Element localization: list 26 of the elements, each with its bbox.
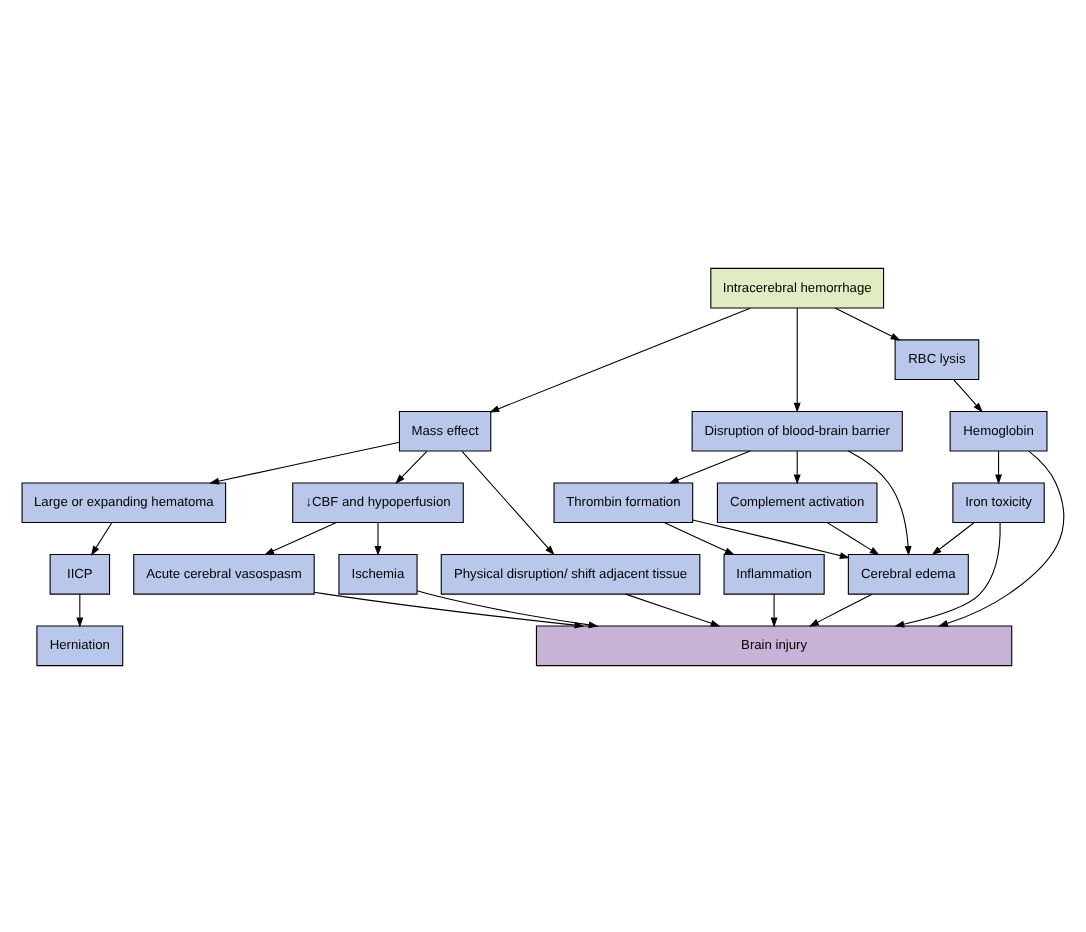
arrow: [209, 440, 400, 484]
arrow: [264, 521, 337, 555]
arrow: [76, 592, 84, 627]
arrow: [416, 589, 599, 628]
arrow: [793, 449, 801, 484]
arrow: [826, 521, 880, 555]
arrow: [834, 306, 901, 340]
arrow: [313, 590, 585, 628]
arrow: [90, 521, 113, 555]
arrow: [793, 306, 801, 412]
arrow: [489, 306, 751, 412]
arrow: [395, 449, 428, 483]
arrow: [995, 449, 1003, 484]
arrow: [668, 449, 751, 483]
arrow: [625, 592, 721, 626]
arrow: [938, 449, 1065, 626]
arrow: [461, 449, 555, 555]
arrow: [894, 521, 1001, 627]
arrow: [808, 592, 873, 626]
arrow: [374, 521, 382, 555]
arrow: [663, 521, 735, 555]
arrow: [692, 518, 850, 558]
arrow: [953, 378, 983, 412]
arrow: [770, 592, 778, 627]
arrow: [931, 521, 975, 555]
arrow: [847, 449, 912, 556]
